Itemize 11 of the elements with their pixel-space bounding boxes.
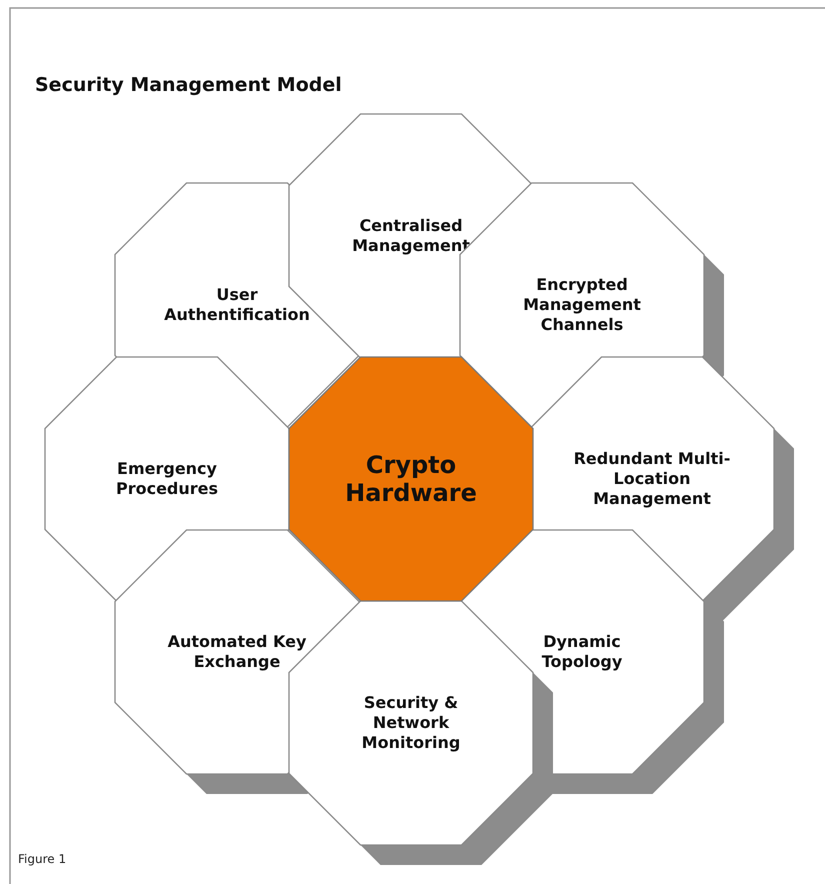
segment-label: Dynamic Topology [540,632,624,672]
segment-label: Crypto Hardware [344,451,478,507]
segment-label: User Authentification [163,285,311,325]
segment-label: Encrypted Management Channels [522,275,642,335]
segment-label: Redundant Multi-Location Management [572,449,732,509]
segment-label: Automated Key Exchange [166,632,308,672]
segment-label: Emergency Procedures [114,459,220,499]
diagram-title: Security Management Model [35,74,342,96]
figure-caption: Figure 1 [18,852,66,866]
segment-label: Security & Network Monitoring [360,693,462,753]
segment-label: Centralised Management [351,216,471,256]
